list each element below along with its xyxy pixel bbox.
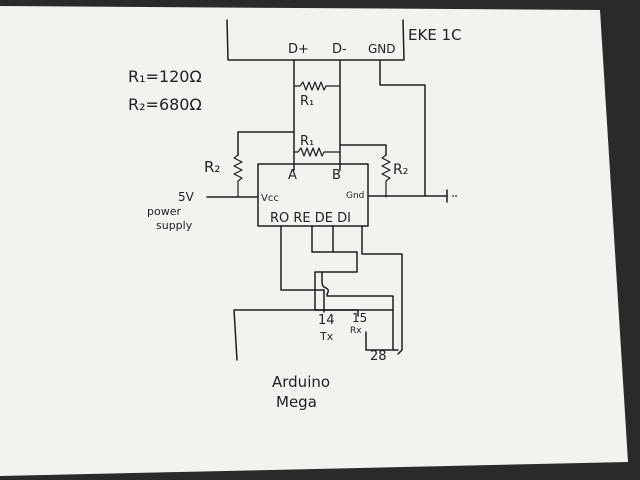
legend-r2: R₂=680Ω (128, 95, 202, 114)
resistor-r1-top: R₁ (293, 81, 341, 109)
power-label-line1: power (147, 205, 181, 218)
pin-vcc-label: Vcc (261, 193, 279, 204)
resistor-r1-bottom: R₁ (293, 134, 341, 157)
resistor-r1-bottom-label: R₁ (300, 134, 314, 149)
arduino-pin-rx-number: 15 (352, 311, 367, 325)
arduino-pin-tx-label: Tx (319, 330, 334, 343)
pin-b-label: B (332, 168, 341, 183)
pin-gnd-label: Gnd (346, 191, 364, 201)
pins-bottom-label: RO RE DE DI (270, 211, 351, 226)
resistor-r1-top-label: R₁ (300, 94, 314, 109)
power-voltage: 5V (178, 190, 195, 204)
paper-sheet (0, 6, 628, 476)
pin-a-label: A (288, 168, 297, 183)
device-label: EKE 1C (408, 26, 462, 44)
arduino-name-line1: Arduino (272, 373, 330, 391)
arduino-pin-28-label: 28 (370, 349, 387, 364)
ground-wire (367, 59, 457, 203)
power-supply: 5V power supply (147, 190, 259, 232)
arduino-name-line2: Mega (276, 393, 317, 411)
resistor-r2-right-label: R₂ (393, 162, 408, 178)
transceiver-chip: A B Vcc Gnd RO RE DE DI (257, 163, 369, 227)
resistor-r2-right: R₂ (339, 144, 408, 198)
pin-dminus-label: D- (332, 42, 347, 57)
arduino-pin-tx-number: 14 (318, 313, 335, 328)
arduino-board: 14 Tx 15 Rx 28 Arduino Mega (233, 309, 399, 411)
power-label-line2: supply (156, 219, 193, 232)
eke-device: EKE 1C D+ D- GND (226, 19, 462, 61)
resistor-r2-left: R₂ (204, 131, 295, 198)
resistor-r2-left-label: R₂ (204, 158, 220, 176)
arduino-pin-rx-label: Rx (350, 326, 362, 336)
ground-dot (455, 195, 457, 197)
control-wires (280, 225, 403, 355)
pin-gnd-label: GND (368, 42, 396, 56)
ground-dot (452, 195, 454, 197)
legend-r1: R₁=120Ω (128, 67, 202, 86)
pin-dplus-label: D+ (288, 42, 309, 57)
